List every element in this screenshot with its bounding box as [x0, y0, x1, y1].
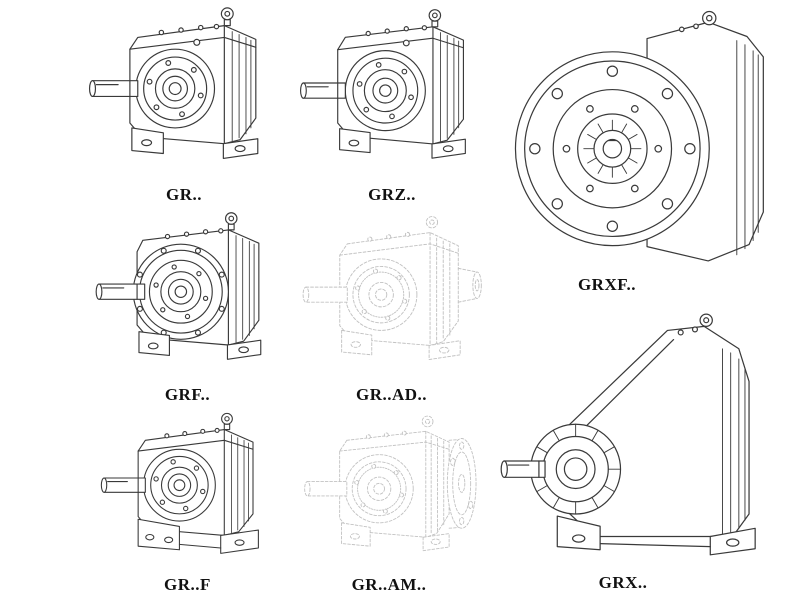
- mounting-feet: [340, 522, 450, 552]
- mounting-feet: [131, 127, 259, 160]
- gearbox-drawing-gr-icon: [88, 7, 259, 160]
- figure-grxf: GRXF..: [492, 2, 798, 298]
- gearbox-drawing-grz-icon: [300, 9, 466, 159]
- figure-grz: GRZ..: [292, 2, 492, 208]
- figure-grx: GRX..: [492, 300, 798, 596]
- gear-hub: [583, 119, 642, 178]
- lifting-eyebolt-icon: [421, 415, 434, 428]
- figure-label-grf: GRF..: [164, 385, 211, 404]
- input-adapter: [457, 267, 482, 303]
- figure-label-gr-ad: GR..AD..: [355, 385, 428, 404]
- lifting-eyebolt-icon: [220, 7, 234, 27]
- figure-label-grx: GRX..: [598, 573, 648, 592]
- lifting-eyebolt-icon: [428, 9, 442, 28]
- finned-bearing-hub: [530, 423, 622, 515]
- mounting-feet: [339, 128, 466, 159]
- lifting-eyebolt-icon: [702, 10, 717, 26]
- figure-gr-am: GR..AM..: [288, 408, 490, 598]
- output-shaft: [302, 286, 348, 303]
- figure-gr-ad: GR..AD..: [288, 210, 495, 408]
- lifting-eyebolt-icon: [224, 212, 238, 231]
- output-shaft: [88, 80, 139, 98]
- output-shaft: [300, 82, 346, 99]
- output-shaft: [95, 283, 146, 300]
- output-shaft: [100, 477, 146, 493]
- bearing-boss: [344, 50, 426, 132]
- figure-label-grxf: GRXF..: [577, 275, 637, 294]
- lifting-eyebolt-icon: [699, 313, 713, 327]
- gearbox-drawing-gr-ad-icon: [302, 216, 482, 361]
- gearbox-drawing-gr-am-icon: [304, 415, 477, 552]
- mounting-feet: [138, 331, 262, 360]
- mounting-feet: [556, 515, 756, 556]
- figure-label-gr-am: GR..AM..: [351, 575, 427, 594]
- bearing-boss: [344, 454, 414, 524]
- figure-gr-f: GR..F: [80, 408, 295, 598]
- output-shaft: [304, 481, 348, 497]
- motor-flange: [446, 438, 477, 529]
- figure-grf: GRF..: [80, 208, 295, 408]
- figure-label-gr: GR..: [166, 185, 202, 204]
- lifting-eyebolt-icon: [221, 412, 233, 431]
- bearing-boss: [344, 258, 418, 331]
- figure-label-gr-f: GR..F: [164, 575, 211, 594]
- gearbox-drawing-grf-icon: [95, 212, 262, 360]
- figure-label-grz: GRZ..: [368, 185, 416, 204]
- bearing-boss: [142, 448, 216, 522]
- gearbox-drawing-grx-icon: [500, 313, 756, 556]
- bearing-boss: [148, 259, 213, 324]
- bearing-boss: [135, 48, 216, 129]
- gearbox-drawing-gr-f-icon: [100, 412, 259, 554]
- mounting-base: [137, 518, 259, 554]
- output-shaft: [500, 460, 546, 478]
- lifting-eyebolt-icon: [425, 216, 439, 229]
- figure-gr: GR..: [78, 2, 290, 208]
- mounting-feet: [341, 329, 461, 361]
- gearbox-drawing-grxf-icon: [514, 10, 764, 262]
